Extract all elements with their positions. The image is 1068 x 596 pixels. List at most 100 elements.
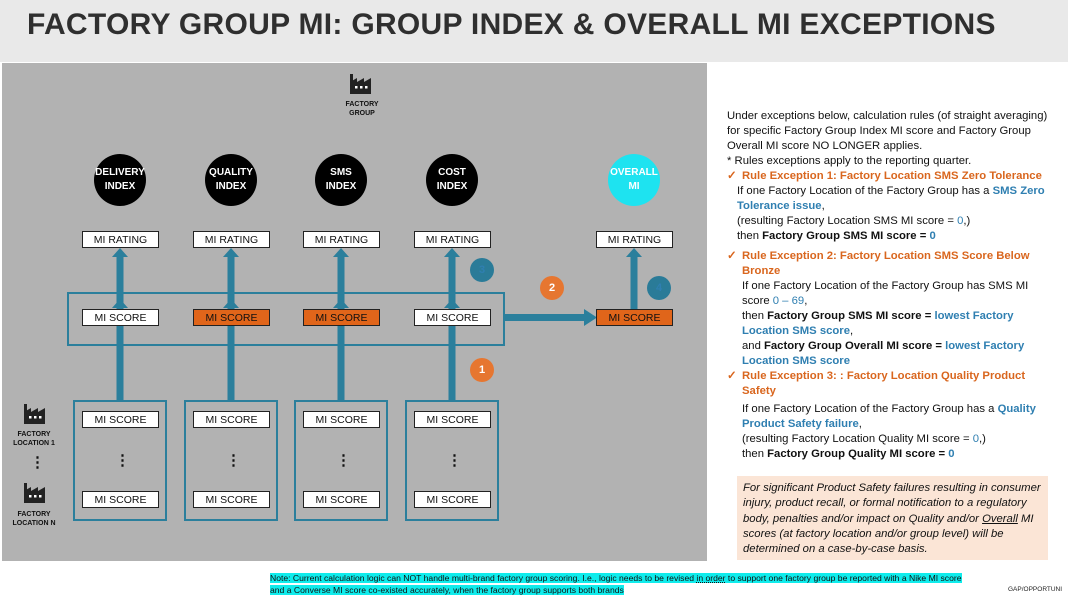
quality-location1-mi-score[interactable]: MI SCORE [193,411,270,428]
rule-2-text-2b: Factory Group SMS MI score = [767,310,935,322]
quality-index-line2: INDEX [215,181,247,192]
rule-1-text-2c: ,) [963,215,971,227]
rule-1-heading-text: Rule Exception 1: Factory Location SMS Z… [742,170,1042,182]
note-text-underlined: Overall [982,512,1018,525]
sms-locationN-mi-score[interactable]: MI SCORE [303,491,380,508]
quality-group-mi-score[interactable]: MI SCORE [193,309,270,326]
cost-mi-rating[interactable]: MI RATING [414,231,491,248]
group-score-frame [67,292,505,346]
corner-label: GAP/OPPORTUNI [1008,586,1063,593]
rules-intro: Under exceptions below, calculation rule… [727,110,1048,152]
rules-asterisk: * Rules exceptions apply to the reportin… [727,155,972,167]
rule-1-text-3b: Factory Group SMS MI score = [762,230,930,242]
delivery-more-dots: ⋮ [115,452,130,469]
check-icon: ✓ [727,250,737,262]
rule-2-body: If one Factory Location of the Factory G… [727,279,1059,369]
sms-mi-rating[interactable]: MI RATING [303,231,380,248]
rule-3-text-3b: Factory Group Quality MI score = [767,448,949,460]
sms-group-mi-score[interactable]: MI SCORE [303,309,380,326]
quality-locationN-mi-score[interactable]: MI SCORE [193,491,270,508]
rule-1-text-2b: 0 [957,215,964,227]
overall-mi-rating[interactable]: MI RATING [596,231,673,248]
factory-location-1-label: FACTORY LOCATION 1 [10,431,58,449]
rule-3-text-2b: 0 [972,433,980,445]
rule-2-text-2c: lowest Factory Location SMS score [742,310,1014,337]
delivery-location1-mi-score[interactable]: MI SCORE [82,411,159,428]
cost-group-mi-score[interactable]: MI SCORE [414,309,491,326]
cost-location1-mi-score[interactable]: MI SCORE [414,411,491,428]
quality-mi-rating[interactable]: MI RATING [193,231,270,248]
rule-2-text-1: If one Factory Location of the Factory G… [742,280,1029,307]
cost-location-frame [405,400,499,521]
rule-3-text-3c: 0 [948,448,955,460]
rule-3-text-1b: Quality Product Safety failure [742,403,1036,430]
factory-group-label: FACTORY GROUP [338,101,386,119]
footnote: Note: Current calculation logic can NOT … [270,572,976,596]
factory-location-n-line1: FACTORY [17,511,51,518]
factory-icon [350,74,371,94]
delivery-index-line2: INDEX [104,181,136,192]
page-title: FACTORY GROUP MI: GROUP INDEX & OVERALL … [27,8,996,41]
factory-location-more-dots: ⋮ [30,454,45,471]
footnote-text-underlined: in order [696,573,726,583]
rule-1-text-1b: SMS Zero Tolerance issue [737,185,1045,212]
cost-more-dots: ⋮ [447,452,462,469]
rule-1-text-2: (resulting Factory Location SMS MI score… [737,215,958,227]
step-badge-4: 4 [647,276,671,300]
delivery-location-frame [73,400,167,521]
delivery-locationN-mi-score[interactable]: MI SCORE [82,491,159,508]
rule-1-text-3: then [737,230,763,242]
sms-more-dots: ⋮ [336,452,351,469]
note-text-a: For significant Product Safety failures … [743,482,1041,525]
factory-location-1-icon [24,404,45,424]
product-safety-note: For significant Product Safety failures … [737,476,1048,560]
sms-location-frame [294,400,388,521]
step-badge-2: 2 [540,276,564,300]
footnote-text-a: Note: Current calculation logic can NOT … [270,573,697,583]
title-bar [0,0,1068,62]
rules-panel: Under exceptions below, calculation rule… [727,109,1059,462]
cost-index-line1: COST [438,166,466,178]
factory-group-label-line2: GROUP [349,109,375,117]
rule-3-heading-text: Rule Exception 3: : Factory Location Qua… [742,370,1026,397]
rule-2-text-3c: lowest Factory Location SMS score [742,340,1025,367]
factory-location-1-line1: FACTORY [17,431,51,438]
rule-3-text-2: (resulting Factory Location Quality MI s… [742,433,973,445]
rule-2-text-2: then [742,310,768,322]
sms-index-line2: INDEX [325,181,357,192]
rule-1-body: If one Factory Location of the Factory G… [727,184,1059,244]
overall-mi-score[interactable]: MI SCORE [596,309,673,326]
overall-mi-line1: OVERALL [610,166,658,178]
rule-1-heading: ✓Rule Exception 1: Factory Location SMS … [727,169,1059,184]
factory-location-n-line2: LOCATION N [12,519,56,527]
rule-2-text-3: and [742,340,764,352]
rule-1-text-1c: , [821,200,825,212]
cost-locationN-mi-score[interactable]: MI SCORE [414,491,491,508]
diagram-arrows [112,248,642,400]
factory-location-n-icon [24,483,45,503]
quality-more-dots: ⋮ [226,452,241,469]
overall-mi-line2: MI [628,181,640,192]
rule-3-text-1: If one Factory Location of the Factory G… [742,403,998,415]
rule-1-text-3c: 0 [929,230,936,242]
factory-group-label-line1: FACTORY [345,101,379,108]
step-badge-1: 1 [470,358,494,382]
check-icon: ✓ [727,370,737,382]
rule-3-heading: ✓ Rule Exception 3: : Factory Location Qu… [727,369,1059,399]
sms-location1-mi-score[interactable]: MI SCORE [303,411,380,428]
rule-2-text-3b: Factory Group Overall MI score = [764,340,946,352]
overall-mi-circle[interactable]: OVERALL MI [608,154,660,206]
delivery-group-mi-score[interactable]: MI SCORE [82,309,159,326]
factory-location-n-label: FACTORY LOCATION N [10,511,58,529]
delivery-mi-rating[interactable]: MI RATING [82,231,159,248]
rule-3-text-1c: , [858,418,862,430]
factory-location-1-line2: LOCATION 1 [13,439,55,447]
quality-index-line1: QUALITY [209,166,253,178]
quality-location-frame [184,400,278,521]
quality-index-circle[interactable]: QUALITY INDEX [205,154,257,206]
rule-2-heading: ✓Rule Exception 2: Factory Location SMS … [727,249,1059,279]
